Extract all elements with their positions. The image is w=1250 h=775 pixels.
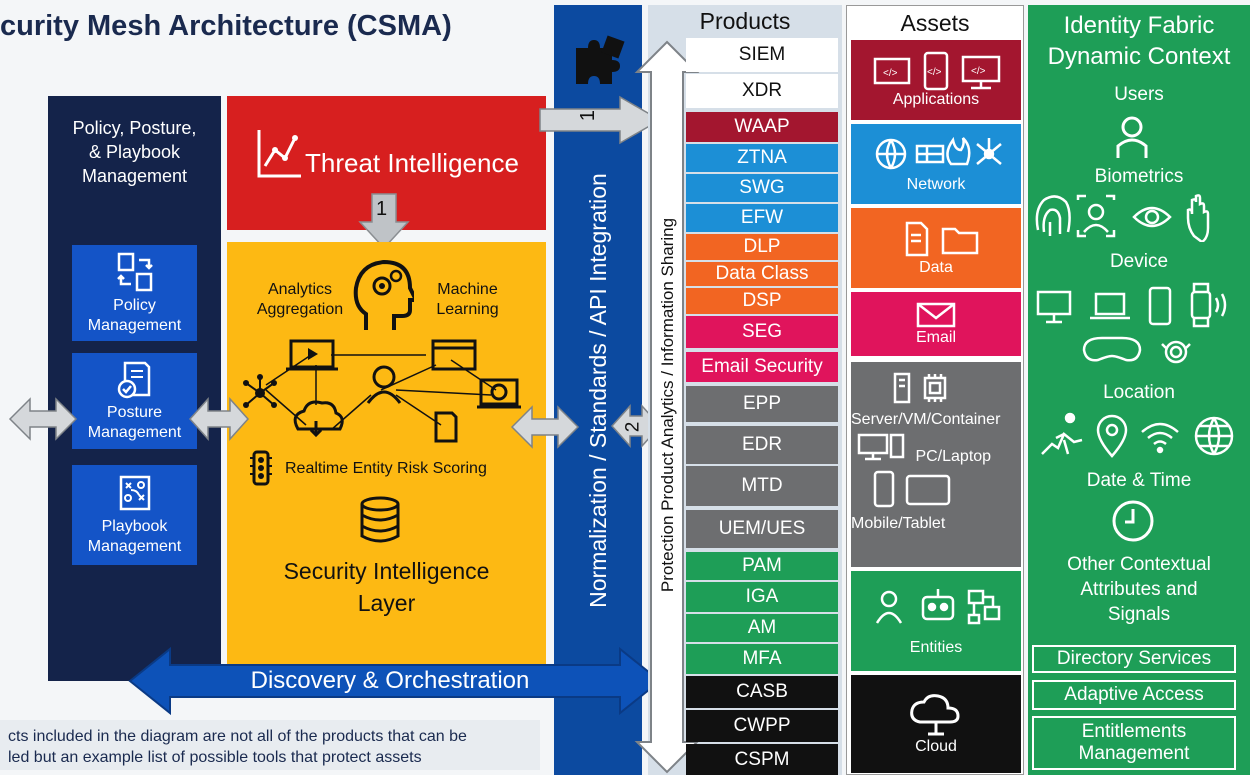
policy-left-double-arrow [8,397,78,441]
svg-text:</>: </> [927,67,942,78]
security-intelligence-layer [227,242,546,682]
footnote: cts included in the diagram are not all … [0,720,540,770]
product-efw: EFW [686,204,838,232]
product-swg: SWG [686,174,838,202]
network-icons [875,136,1002,170]
applications-icons: </> </> </> [873,51,1001,91]
envelope-icon [916,302,956,328]
entities-icons [875,589,1001,625]
location-label: Location [1103,382,1175,403]
posture-management-box: Posture Management [72,353,197,449]
asset-email: Email [851,292,1021,356]
threat-intelligence-label: Threat Intelligence [305,148,519,178]
products-vertical-double-arrow [634,40,700,774]
adaptive-access-box: Adaptive Access [1032,680,1236,710]
analytics-network-diagram [243,339,521,443]
asset-entities: Entities [851,571,1021,671]
product-mfa: MFA [686,644,838,674]
step-1-label: 1 [376,198,388,220]
database-icon [360,496,400,543]
policy-sil-double-arrow [188,397,250,441]
step-1-right-arrow [539,95,662,145]
product-epp: EPP [686,386,838,422]
policy-icon [116,252,153,292]
identity-fabric-heading: Identity Fabric Dynamic Context [1047,12,1231,70]
product-cspm: CSPM [686,744,838,775]
product-seg: SEG [686,316,838,348]
device-label: Device [1109,251,1169,272]
product-data-class: Data Class [686,262,838,286]
analytics-aggregation-label: Analytics Aggregation [256,281,344,318]
product-email-security: Email Security [686,352,838,382]
product-casb: CASB [686,676,838,708]
traffic-light-icon [250,450,272,486]
chart-trend-icon [257,130,301,178]
entitlements-management-box: Entitlements Management [1032,716,1236,770]
user-icon [1116,116,1148,158]
cloud-icon [910,694,960,736]
svg-text:</>: </> [883,68,898,79]
policy-management-box: Policy Management [72,245,197,341]
product-ztna: ZTNA [686,144,838,172]
discovery-orchestration-label: Discovery & Orchestration [250,667,530,694]
step-1-down-arrow [358,193,410,250]
product-siem: SIEM [686,38,838,72]
asset-applications: </></></> Applications [851,40,1021,120]
clock-icon [1112,500,1154,542]
directory-services-box: Directory Services [1032,645,1236,673]
product-xdr: XDR [686,74,838,108]
risk-scoring-label: Realtime Entity Risk Scoring [285,460,487,477]
date-time-label: Date & Time [1086,470,1192,491]
device-icons [1036,282,1227,364]
product-dsp: DSP [686,288,838,314]
asset-devices: Server/VM/Container PC/Laptop Mobile/Tab… [851,362,1021,567]
users-label: Users [1114,84,1164,105]
step-1-right-label: 1 [577,109,600,122]
machine-learning-label: Machine Learning [436,281,499,318]
playbook-icon [119,475,150,511]
puzzle-icon [576,35,625,84]
biometrics-label: Biometrics [1094,166,1184,187]
asset-network: Network [851,124,1021,204]
product-am: AM [686,614,838,642]
location-icons [1041,412,1234,458]
protection-analytics-label: Protection Product Analytics / Informati… [658,217,678,593]
pc-laptop-icon [857,433,905,461]
product-dlp: DLP [686,234,838,260]
asset-cloud: Cloud [851,675,1021,773]
asset-data: Data [851,208,1021,288]
diagram-title: curity Mesh Architecture (CSMA) [0,10,452,42]
data-icons [905,221,979,257]
playbook-management-box: Playbook Management [72,465,197,565]
assets-heading: Assets [900,10,970,36]
other-context-label: Other Contextual Attributes and Signals [1067,554,1211,625]
biometrics-icons [1035,194,1210,242]
product-cwpp: CWPP [686,710,838,742]
brain-gear-icon [353,259,414,330]
product-edr: EDR [686,426,838,464]
product-pam: PAM [686,552,838,580]
products-heading: Products [699,8,791,34]
product-waap: WAAP [686,112,838,142]
policy-heading: Policy, Posture, & Playbook Management [72,118,197,186]
product-uem-ues: UEM/UES [686,510,838,548]
sil-normalization-double-arrow [510,405,580,449]
posture-document-icon [117,361,150,399]
svg-text:</>: </> [971,66,986,77]
server-chip-icons [893,372,947,404]
mobile-tablet-icon [873,470,951,508]
product-iga: IGA [686,582,838,612]
product-mtd: MTD [686,466,838,506]
security-intelligence-title: Security Intelligence Layer [283,558,490,616]
